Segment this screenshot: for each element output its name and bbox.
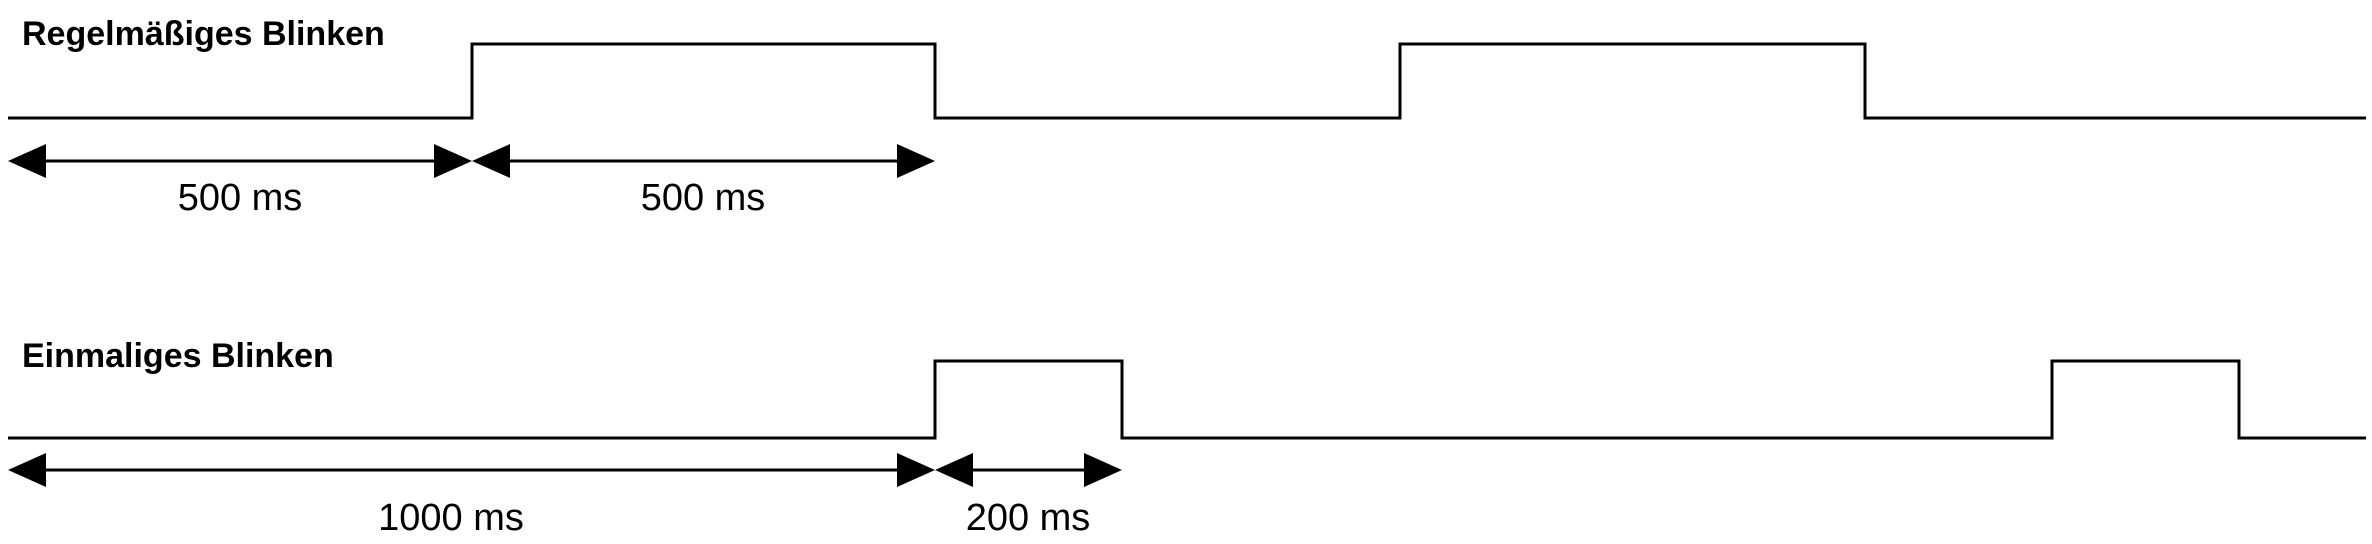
arrow-left-icon (935, 453, 973, 487)
row-title: Regelmäßiges Blinken (22, 15, 385, 53)
row-title: Einmaliges Blinken (22, 337, 334, 375)
dimension-arrow (472, 144, 935, 178)
dimension-label: 1000 ms (378, 497, 524, 539)
dimension-label: 200 ms (966, 497, 1091, 539)
arrow-left-icon (472, 144, 510, 178)
arrow-right-icon (897, 453, 935, 487)
arrow-left-icon (8, 453, 46, 487)
dimension-label: 500 ms (178, 177, 303, 219)
arrow-right-icon (434, 144, 472, 178)
dimension-arrow (8, 453, 935, 487)
signal-waveform (8, 359, 2366, 440)
arrow-right-icon (897, 144, 935, 178)
row-regular-blinking: Regelmäßiges Blinken 500 ms 500 ms (8, 15, 2366, 219)
dimension-arrow (935, 453, 1122, 487)
arrow-right-icon (1084, 453, 1122, 487)
dimension-label: 500 ms (641, 177, 766, 219)
row-single-blink: Einmaliges Blinken 1000 ms 200 ms (8, 337, 2366, 539)
dimension-arrow (8, 144, 472, 178)
arrow-left-icon (8, 144, 46, 178)
signal-waveform (8, 42, 2366, 120)
